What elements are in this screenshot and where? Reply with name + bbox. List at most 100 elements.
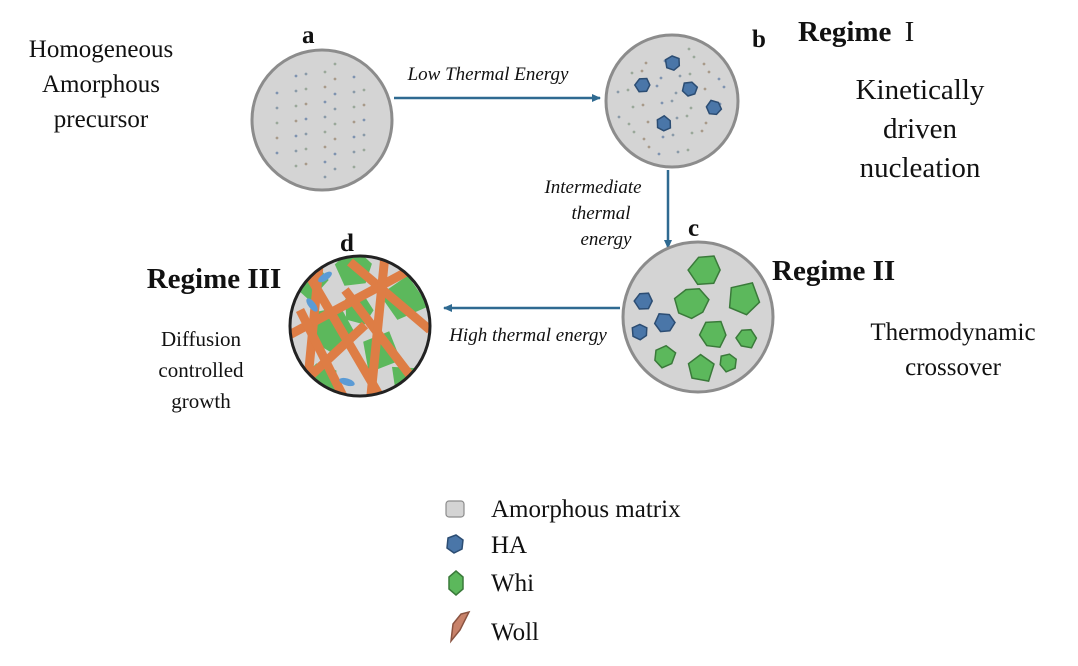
nucleation-dot [616,90,620,94]
arrow-a-to-b-label: Low Thermal Energy [407,64,569,85]
nucleation-dot [676,150,680,154]
nucleation-dot [671,133,675,137]
ha-crystal [631,323,648,341]
precursor-dot [333,107,337,111]
precursor-dot [333,62,337,66]
ha-crystal [306,298,318,312]
legend: Amorphous matrix HA Whi Woll [445,496,681,646]
precursor-dot [333,152,337,156]
nucleation-dot [685,114,689,118]
whi-crystal [687,353,715,382]
panel-b-regime-number: I [905,16,915,48]
precursor-dot [352,150,356,154]
panel-b: b Regime I Kinetically driven nucleation [604,16,985,184]
panel-b-desc-line3: nucleation [860,152,981,184]
panel-c: c Regime II Thermodynamic crossover [621,215,1036,394]
precursor-dot [304,162,308,166]
nucleation-dot [644,61,648,65]
arrow-b-to-c-line3: energy [581,229,633,250]
nucleation-dot [675,116,679,120]
precursor-dot [304,72,308,76]
nucleation-dot [630,71,634,75]
nucleation-dot [641,103,645,107]
precursor-dot [352,75,356,79]
nucleation-dot [704,121,708,125]
woll-fiber [365,256,390,396]
nucleation-dot [626,88,630,92]
precursor-dot [294,74,298,78]
nucleation-dot [627,122,631,126]
ha-nucleus [681,81,699,97]
precursor-dot [333,77,337,81]
panel-a-desc-line2: Amorphous [42,71,160,98]
nucleation-dot [655,84,659,88]
arrow-c-to-d-label: High thermal energy [448,325,607,346]
ha-crystal [339,377,355,387]
nucleation-dot [670,99,674,103]
precursor-dot [362,148,366,152]
ha-nucleus [633,77,651,93]
ha-legend-hexagon-icon [446,534,464,554]
nucleation-dot [657,152,661,156]
nucleation-dot [659,76,663,80]
precursor-dot [333,137,337,141]
nucleation-dot [722,85,726,89]
nucleation-dot [640,69,644,73]
precursor-dot [294,89,298,93]
panel-b-desc-line2: driven [883,113,958,145]
panel-b-letter: b [752,26,766,53]
panel-d-desc-line3: growth [171,389,231,413]
whi-crystal [654,344,677,369]
ha-nucleus [705,99,723,116]
panel-d-letter: d [340,230,354,257]
whi-crystal [728,282,761,316]
woll-fiber [290,266,413,344]
precursor-dot [352,120,356,124]
nucleation-dot [632,130,636,134]
woll-legend-sliver-icon [449,610,471,644]
precursor-dot [323,70,327,74]
arrow-b-to-c-line2: thermal [571,203,630,224]
precursor-dot [352,135,356,139]
precursor-dot [323,145,327,149]
precursor-dot [323,130,327,134]
panel-b-regime-label: Regime I [798,16,914,48]
precursor-dot [304,117,308,121]
nucleation-dot [688,72,692,76]
precursor-dot [294,149,298,153]
whi-crystal [719,353,737,373]
ha-nucleus [664,55,681,72]
legend-label-whi: Whi [491,570,534,597]
ha-crystal [633,292,654,310]
nucleation-dot [717,77,721,81]
precursor-dot [333,167,337,171]
panel-d: d Regime III Diffusion controlled growth [147,230,432,413]
nucleation-dot [617,115,621,119]
legend-label-ha: HA [491,532,527,559]
precursor-dot [352,165,356,169]
precursor-dot [362,88,366,92]
nucleation-dot [692,55,696,59]
precursor-dot [323,85,327,89]
crossover-crystals [631,255,761,382]
whi-crystal [687,255,721,286]
amorphous-precursor-circle [250,48,394,192]
panel-b-desc-line1: Kinetically [856,74,985,106]
panel-a-desc-line1: Homogeneous [29,36,173,63]
whi-crystal [698,320,727,349]
nucleation-dot [703,87,707,91]
precursor-dot [275,151,279,155]
nucleation-dot [631,105,635,109]
nucleation-dot [660,101,664,105]
whi-crystal [673,288,710,320]
nucleation-dot [702,62,706,66]
nucleation-dots [616,47,726,156]
precursor-dot [294,134,298,138]
panel-a-desc-line3: precursor [54,106,149,133]
whi-crystal [735,328,758,349]
whi-crystal [379,275,429,320]
nucleation-dot [674,91,678,95]
precursor-dot [323,160,327,164]
precursor-dot [333,122,337,126]
precursor-dot [275,91,279,95]
